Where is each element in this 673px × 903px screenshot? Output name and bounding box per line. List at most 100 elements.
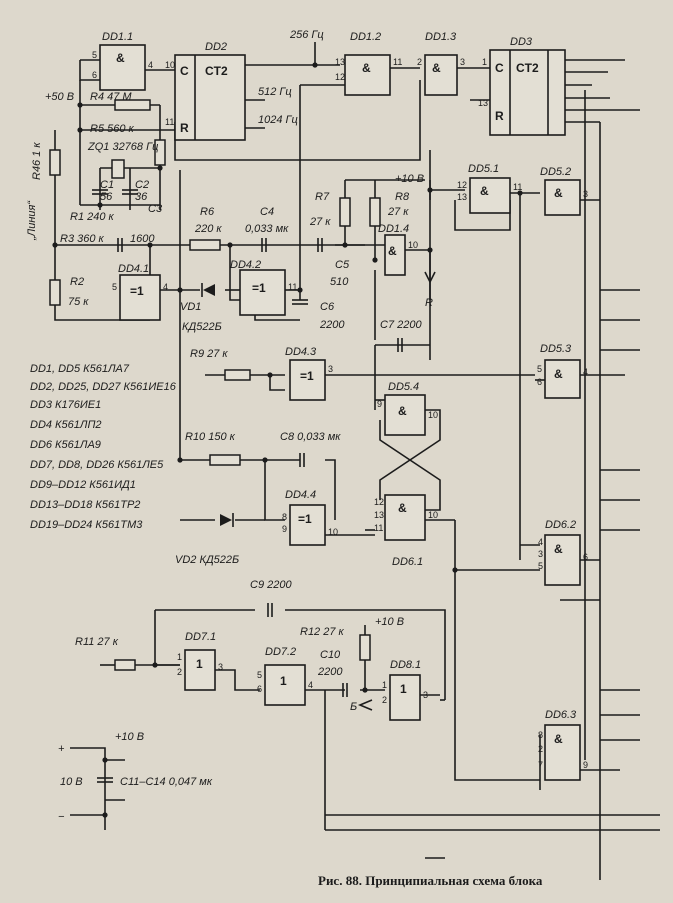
- freq-1024-label: 1024 Гц: [258, 114, 298, 126]
- figure-caption: Рис. 88. Принципиальная схема блока: [318, 873, 543, 888]
- c6-label: C6: [320, 301, 335, 313]
- pin-label: 2: [538, 744, 543, 754]
- r46-label: R46 1 к: [31, 142, 43, 180]
- xor-symbol: =1: [130, 284, 144, 298]
- and-symbol: &: [554, 367, 563, 381]
- pin-label: 6: [257, 684, 262, 694]
- pin-label: 13: [457, 192, 467, 202]
- chip-label-dd2: DD2: [205, 41, 227, 53]
- pin-label: 3: [460, 57, 465, 67]
- resistor-r10: [209, 454, 241, 466]
- pin-label: 3: [538, 549, 543, 559]
- resistor-r12: [359, 634, 371, 661]
- pin-label: 4: [148, 60, 153, 70]
- chip-label-dd4-1: DD4.1: [118, 263, 149, 275]
- chip-label-dd5-4: DD5.4: [388, 381, 419, 393]
- freq-256-label: 256 Гц: [289, 29, 324, 41]
- r6-label: R6: [200, 206, 215, 218]
- pin-label: 11: [374, 523, 383, 533]
- chip-dd6-2: DD6.2 & 4 3 5 6: [538, 519, 588, 586]
- vd1-label: VD1: [180, 301, 201, 313]
- r5-label: R5 560 к: [90, 123, 135, 135]
- arrow-r-output: [424, 271, 436, 284]
- chip-dd8-1: DD8.1 1 1 2 3: [382, 659, 428, 721]
- r8-label: R8: [395, 191, 410, 203]
- component-labels: 256 Гц 512 Гц 1024 Гц +50 В R4 47 М R5 5…: [26, 29, 433, 823]
- pin-label: 11: [165, 117, 174, 127]
- pin-label: 5: [92, 50, 97, 60]
- c1-label: C1: [100, 179, 114, 191]
- supply-minus-sign: −: [58, 811, 65, 823]
- counter-reset-input: R: [495, 109, 504, 123]
- supply-10v-label-1: +10 В: [395, 173, 424, 185]
- part-list-line: DD2, DD25, DD27 К561ИЕ16: [30, 381, 177, 393]
- c10-value: 2200: [317, 666, 343, 678]
- chip-label-dd5-2: DD5.2: [540, 166, 571, 178]
- capacitor-c6: [292, 299, 308, 305]
- pin-label: 1: [382, 680, 387, 690]
- resistor-r9: [224, 369, 251, 381]
- c1-value: 56: [100, 191, 113, 203]
- part-list: DD1, DD5 К561ЛА7 DD2, DD25, DD27 К561ИЕ1…: [30, 363, 177, 531]
- c7-label: C7 2200: [380, 319, 422, 331]
- capacitor-c5: [317, 238, 323, 252]
- chip-label-dd5-3: DD5.3: [540, 343, 572, 355]
- xor-symbol: =1: [300, 369, 314, 383]
- pin-label: 1: [177, 652, 182, 662]
- c6-value: 2200: [319, 319, 345, 331]
- r-output-label: R: [425, 297, 433, 309]
- pin-label: 13: [478, 98, 488, 108]
- chip-dd1-2: DD1.2 & 13 12 11: [335, 31, 402, 96]
- resistor-r11: [114, 659, 136, 671]
- chip-label-dd1-1: DD1.1: [102, 31, 133, 43]
- pin-label: 10: [328, 527, 338, 537]
- part-list-line: DD7, DD8, DD26 К561ЛЕ5: [30, 459, 164, 471]
- chip-label-dd7-1: DD7.1: [185, 631, 216, 643]
- resistor-r6: [189, 239, 221, 251]
- counter-clock-input: C: [495, 61, 504, 75]
- pin-label: 3: [583, 189, 588, 199]
- buffer-symbol: 1: [196, 657, 203, 671]
- pin-label: 4: [308, 680, 313, 690]
- pin-label: 10: [428, 510, 438, 520]
- xor-symbol: =1: [298, 512, 312, 526]
- chip-dd5-3: DD5.3 & 5 6 4: [537, 343, 588, 399]
- pin-label: 3: [328, 364, 333, 374]
- r4-label: R4 47 М: [90, 91, 132, 103]
- capacitor-c1: [92, 189, 108, 195]
- pin-label: 13: [374, 510, 384, 520]
- and-symbol: &: [398, 501, 407, 515]
- counter-symbol: CT2: [516, 61, 539, 75]
- pin-label: 11: [393, 57, 402, 67]
- resistor-r7: [339, 197, 351, 227]
- chip-dd1-4: DD1.4 & 10: [378, 223, 418, 276]
- supply-10v-label-2: +10 В: [375, 616, 404, 628]
- c2-value: 36: [135, 191, 148, 203]
- pin-label: 5: [257, 670, 262, 680]
- zq1-label: ZQ1 32768 Гц: [87, 141, 158, 153]
- resistor-r2: [49, 279, 61, 306]
- chip-label-dd6-2: DD6.2: [545, 519, 576, 531]
- diode-vd1: [201, 283, 215, 297]
- chip-dd6-3: DD6.3 & 8 2 7 9: [538, 709, 588, 781]
- pin-label: 1: [482, 57, 487, 67]
- r2-value: 75 к: [68, 296, 89, 308]
- supply-10v-label-3: +10 В: [115, 731, 144, 743]
- part-list-line: DD4 К561ЛП2: [30, 419, 102, 431]
- b-output-label: Б: [350, 701, 357, 713]
- and-symbol: &: [388, 244, 397, 258]
- pin-label: 11: [288, 282, 297, 292]
- freq-512-label: 512 Гц: [258, 86, 292, 98]
- c3-label: C3: [148, 203, 163, 215]
- chip-dd6-1: DD6.1 & 12 13 11 10: [374, 494, 438, 568]
- pin-label: 4: [538, 537, 543, 547]
- pin-label: 9: [282, 524, 287, 534]
- pin-label: 6: [92, 70, 97, 80]
- chip-dd4-1: DD4.1 =1 5 4: [112, 263, 168, 321]
- resistor-r8: [369, 197, 381, 227]
- capacitor-c9: [267, 603, 273, 617]
- chip-label-dd5-1: DD5.1: [468, 163, 499, 175]
- vd1-type: КД522Б: [182, 321, 222, 333]
- r10-label: R10 150 к: [185, 431, 236, 443]
